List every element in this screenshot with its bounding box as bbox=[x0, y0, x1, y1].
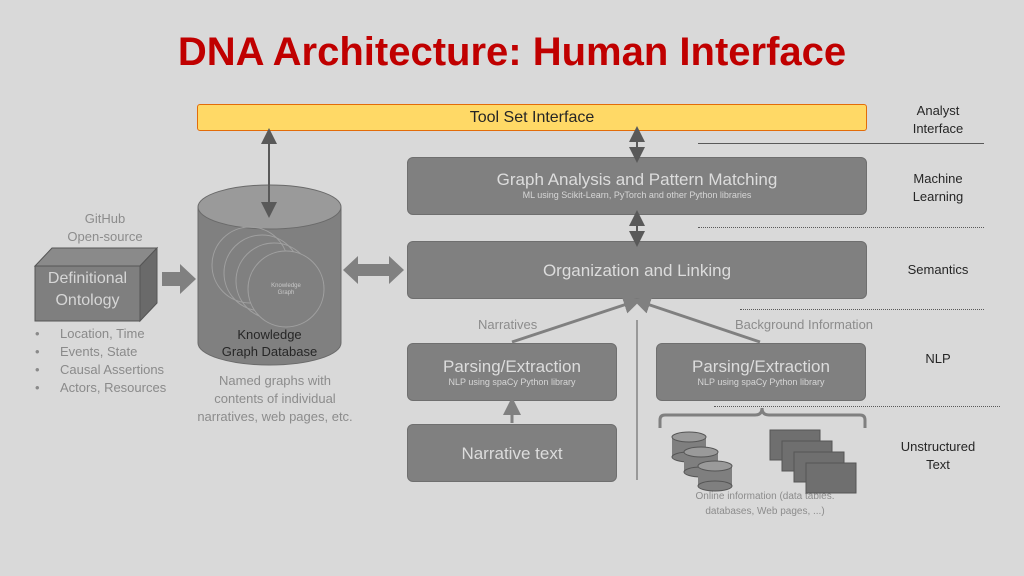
parsing-right-to-org-arrow bbox=[632, 296, 761, 344]
online-info-caption: Online information (data tables. databas… bbox=[695, 491, 835, 517]
ontology-item: Causal Assertions bbox=[35, 361, 166, 379]
parsing-right-label: Parsing/Extraction bbox=[692, 357, 830, 376]
narrative-text-label: Narrative text bbox=[461, 444, 563, 463]
ontology-item: Actors, Resources bbox=[35, 379, 166, 397]
page-title: DNA Architecture: Human Interface bbox=[177, 30, 847, 74]
layer-divider bbox=[740, 309, 984, 310]
narratives-label: Narratives bbox=[478, 317, 538, 332]
background-info-label: Background Information bbox=[735, 317, 874, 332]
parsing-left-box[interactable]: Parsing/Extraction NLP using spaCy Pytho… bbox=[407, 343, 617, 401]
graph-analysis-sub: ML using Scikit-Learn, PyTorch and other… bbox=[522, 190, 752, 200]
ontology-label: Definitional Ontology bbox=[47, 270, 128, 309]
parsing-left-label: Parsing/Extraction bbox=[443, 357, 581, 376]
ontology-list: Location, Time Events, State Causal Asse… bbox=[35, 325, 166, 397]
layer-divider bbox=[698, 227, 984, 228]
sources-bracket bbox=[658, 407, 867, 428]
layer-analyst-interface: Analyst Interface bbox=[912, 103, 964, 136]
parsing-left-to-org-arrow bbox=[511, 296, 642, 344]
toolset-label: Tool Set Interface bbox=[469, 109, 595, 126]
ontology-item: Location, Time bbox=[35, 325, 166, 343]
layer-nlp: NLP bbox=[925, 351, 951, 366]
toolset-interface-bar[interactable]: Tool Set Interface bbox=[197, 104, 867, 131]
named-graphs-caption: Named graphs with contents of individual… bbox=[197, 373, 353, 424]
narrative-text-box[interactable]: Narrative text bbox=[407, 424, 617, 482]
db-organization-arrow bbox=[343, 256, 404, 284]
layer-machine-learning: Machine Learning bbox=[912, 171, 964, 204]
layer-divider bbox=[698, 143, 984, 144]
github-label: GitHub Open-source bbox=[67, 211, 143, 244]
parsing-right-box[interactable]: Parsing/Extraction NLP using spaCy Pytho… bbox=[656, 343, 866, 401]
parsing-right-sub: NLP using spaCy Python library bbox=[697, 377, 825, 387]
layer-semantics: Semantics bbox=[907, 262, 969, 277]
web-pages-icon bbox=[769, 429, 857, 494]
organization-box[interactable]: Organization and Linking bbox=[407, 241, 867, 299]
ontology-to-db-arrow bbox=[162, 264, 196, 294]
knowledge-graph-cylinder bbox=[197, 184, 342, 366]
graph-analysis-label: Graph Analysis and Pattern Matching bbox=[496, 170, 778, 189]
layer-divider bbox=[714, 406, 1000, 407]
parsing-left-sub: NLP using spaCy Python library bbox=[448, 377, 576, 387]
database-icons bbox=[671, 431, 733, 492]
kg-db-label: Knowledge Graph Database bbox=[221, 327, 318, 359]
kg-small-label: Knowledge Graph bbox=[271, 283, 301, 296]
organization-label: Organization and Linking bbox=[542, 261, 732, 280]
ontology-cube bbox=[33, 246, 159, 323]
ontology-item: Events, State bbox=[35, 343, 166, 361]
layer-unstructured-text: Unstructured Text bbox=[900, 439, 976, 472]
